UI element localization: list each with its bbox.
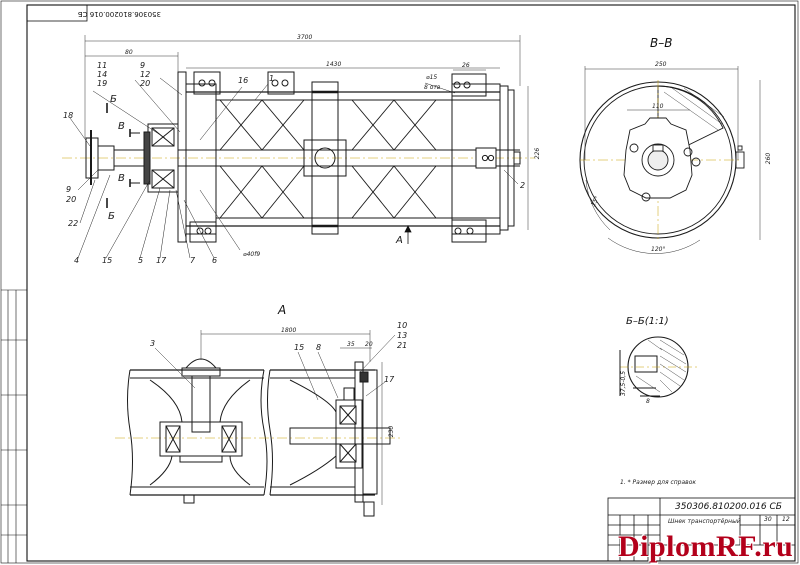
main-dimensions (84, 35, 529, 230)
a-dimensions (154, 330, 396, 505)
leader-17: 17 (156, 256, 167, 265)
middle-flange (311, 81, 339, 235)
stamp-sheets-total: 12 (782, 516, 790, 523)
watermark: DiplomRF.ru (618, 530, 794, 563)
view-a-title: А (278, 303, 287, 317)
dim-20: 20 (365, 341, 373, 348)
main-view (62, 71, 535, 243)
dim-110: 110 (652, 103, 664, 110)
leader-8: 8 (316, 343, 322, 352)
leader-11: 11 (97, 61, 108, 70)
leader-9b: 9 (66, 185, 72, 194)
view-a-marker: А (396, 235, 403, 246)
leader-21: 21 (397, 341, 408, 350)
leader-5: 5 (138, 256, 144, 265)
leader-17b: 17 (384, 375, 395, 384)
dim-shaft-dia: ⌀40f9 (243, 251, 261, 258)
main-leaders (69, 77, 519, 259)
left-side-strip (1, 289, 27, 563)
leader-12: 12 (140, 70, 151, 79)
view-bb-title: Б–Б(1:1) (626, 316, 669, 327)
rotated-doc-box (26, 4, 88, 22)
stamp-product-name: Шнек транспортёрный (668, 518, 741, 525)
leader-3: 3 (150, 339, 156, 348)
leader-15: 15 (102, 256, 113, 265)
vv-dimensions (584, 66, 761, 254)
leader-7: 7 (190, 256, 196, 265)
view-a (115, 358, 400, 517)
dim-bb-8: 8 (646, 398, 650, 405)
leader-18: 18 (63, 111, 74, 120)
dim-230: 230 (388, 425, 396, 438)
dim-angle-120: 120° (651, 246, 666, 253)
dim-d15: ⌀15 (426, 74, 438, 81)
leader-6: 6 (212, 256, 218, 265)
leader-16: 16 (238, 76, 249, 85)
dim-26: 26 (462, 62, 470, 69)
dim-1800: 1800 (281, 327, 297, 334)
leader-9: 9 (140, 61, 146, 70)
leader-10: 10 (397, 321, 408, 330)
leader-15b: 15 (294, 343, 305, 352)
section-v-bottom: В (118, 173, 125, 184)
dim-holes: 8 отв (424, 84, 441, 91)
inner-frame (26, 4, 796, 562)
leader-14: 14 (97, 70, 108, 79)
rotated-doc-number: 350306.810200.016 СБ (77, 10, 161, 18)
dim-35: 35 (347, 341, 355, 348)
dim-left: 80 (125, 49, 133, 56)
leader-20: 20 (140, 79, 151, 88)
leader-13: 13 (397, 331, 408, 340)
dim-bb-h: 37,5-0,5 (620, 370, 628, 397)
view-vv-title: В–В (650, 36, 673, 50)
leader-4: 4 (74, 256, 80, 265)
dim-226: 226 (534, 147, 542, 160)
leader-22: 22 (68, 219, 79, 228)
stamp-sheet: 30 (764, 516, 772, 523)
section-v-top: В (118, 121, 125, 132)
title-block (607, 497, 796, 562)
end-plate-left (177, 71, 187, 243)
leader-20b: 20 (66, 195, 77, 204)
section-b-top: Б (110, 94, 117, 105)
view-bb (619, 336, 700, 398)
dim-middle: 1430 (326, 61, 342, 68)
leader-19: 19 (97, 79, 108, 88)
stamp-doc-number: 350306.810200.016 СБ (675, 502, 782, 512)
view-a-arrow (404, 225, 412, 244)
dim-250: 250 (655, 61, 667, 68)
section-b-bottom: Б (108, 211, 115, 222)
leader-1: 1 (269, 74, 275, 83)
leader-2: 2 (520, 181, 526, 190)
view-vv (579, 80, 745, 240)
dim-overall: 3700 (297, 34, 313, 41)
drawing-note: 1. * Размер для справок (620, 479, 696, 486)
dim-260: 260 (765, 152, 773, 165)
